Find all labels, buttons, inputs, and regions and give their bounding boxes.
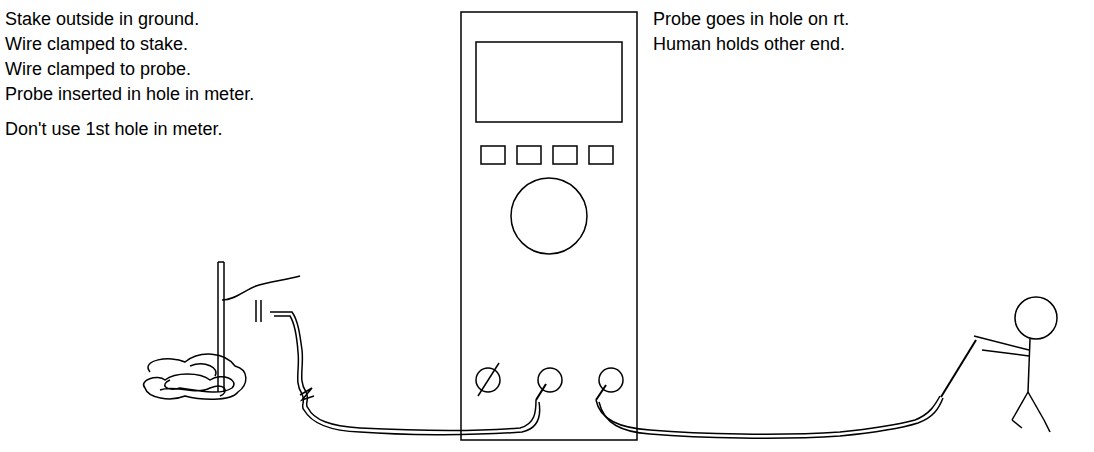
ground-soil bbox=[144, 354, 246, 399]
probe-wire bbox=[270, 312, 536, 430]
probe-wire bbox=[274, 316, 540, 435]
probe-handle bbox=[941, 340, 976, 397]
ground-wire bbox=[222, 276, 300, 300]
human-leg bbox=[1028, 392, 1044, 420]
meter-button bbox=[517, 146, 541, 164]
probe-clip bbox=[300, 388, 314, 400]
human-foot bbox=[1012, 420, 1022, 428]
meter-display bbox=[476, 42, 622, 122]
note-text: Human holds other end. bbox=[653, 33, 845, 55]
wire-clamp bbox=[255, 300, 257, 322]
probe-wire bbox=[596, 396, 940, 434]
note-text: Wire clamped to stake. bbox=[5, 33, 188, 55]
meter-body bbox=[461, 12, 637, 440]
human-leg bbox=[1012, 392, 1028, 420]
note-text: Stake outside in ground. bbox=[5, 8, 199, 30]
probe-tip bbox=[536, 384, 546, 400]
ground-stake bbox=[218, 261, 224, 263]
ground-stake bbox=[223, 262, 225, 392]
meter-dial bbox=[511, 178, 587, 254]
human-foot bbox=[1044, 420, 1050, 432]
wire-clamp bbox=[260, 300, 262, 322]
human-head bbox=[1015, 297, 1057, 339]
note-text: Probe inserted in hole in meter. bbox=[5, 83, 254, 105]
meter-button bbox=[481, 146, 505, 164]
human-arm bbox=[982, 350, 1029, 356]
human-body bbox=[1028, 339, 1030, 392]
human-arm bbox=[974, 336, 1029, 350]
meter-button bbox=[589, 146, 613, 164]
jack-cross bbox=[478, 363, 499, 396]
ground-stake bbox=[217, 262, 219, 392]
note-text: Don't use 1st hole in meter. bbox=[5, 118, 223, 140]
meter-jack bbox=[538, 368, 562, 392]
probe-wire bbox=[599, 398, 943, 438]
meter-button bbox=[553, 146, 577, 164]
note-text: Probe goes in hole on rt. bbox=[653, 8, 849, 30]
note-text: Wire clamped to probe. bbox=[5, 58, 191, 80]
probe-tip bbox=[596, 385, 606, 400]
